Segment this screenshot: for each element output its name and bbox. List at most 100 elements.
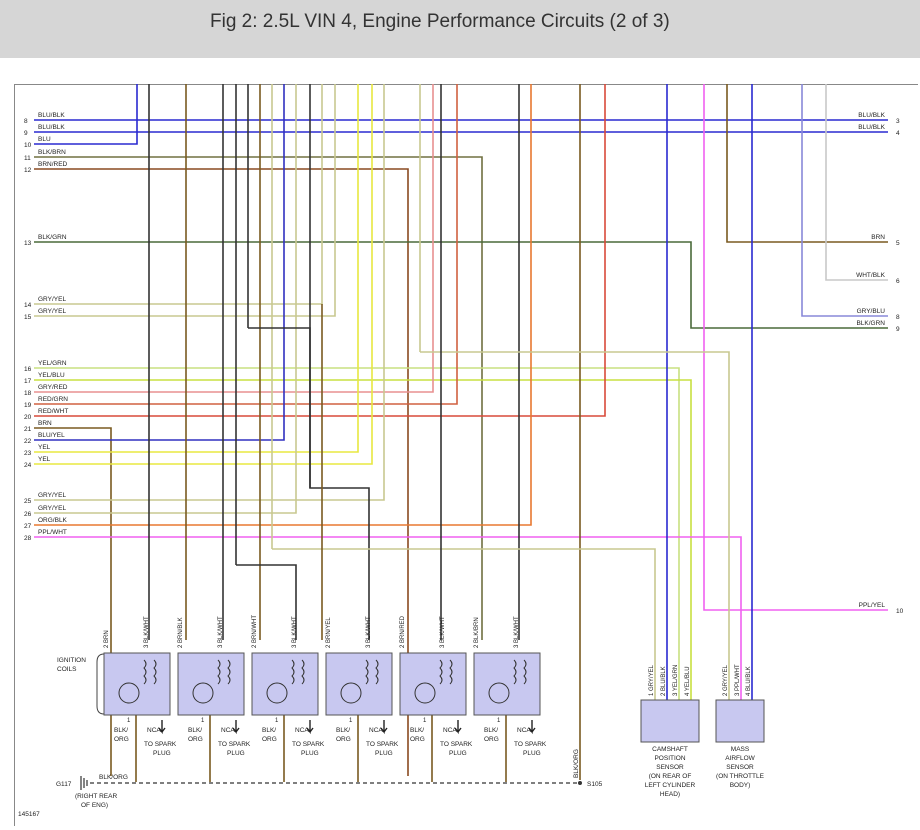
right-wire-color-10: PPL/YEL xyxy=(859,602,886,609)
camshaft-pin-4: 4 YEL/BLU xyxy=(685,666,691,696)
coil-1-pin1: 1 xyxy=(127,718,131,724)
ignition-coil-3 xyxy=(251,652,319,716)
camshaft-label-line: POSITION xyxy=(654,755,685,762)
ground-location-1: (RIGHT REAR xyxy=(75,793,117,800)
coil-3-nca: NCA xyxy=(295,727,309,734)
coil-2-pin1: 1 xyxy=(201,718,205,724)
spark-plug-arrow-icon xyxy=(158,720,166,735)
maf-pin-3: 3 PPL/WHT xyxy=(735,664,741,696)
left-wire-color-14: GRY/YEL xyxy=(38,296,66,303)
maf-sensor-box xyxy=(715,699,765,743)
left-pin-12: 12 xyxy=(24,167,32,174)
left-pin-27: 27 xyxy=(24,523,32,530)
left-wire-color-15: GRY/YEL xyxy=(38,308,66,315)
coil-3-ground-color-2: ORG xyxy=(262,736,277,743)
left-wire-25 xyxy=(34,84,385,501)
camshaft-label-line: LEFT CYLINDER xyxy=(645,782,696,789)
coil-1-ground-color-1: BLK/ xyxy=(114,727,128,734)
coil-5-ground-color-1: BLK/ xyxy=(410,727,424,734)
left-wire-color-13: BLK/GRN xyxy=(38,234,67,241)
left-wire-10 xyxy=(34,84,138,145)
right-wire-6 xyxy=(825,84,888,281)
coil-winding-icon xyxy=(439,659,443,685)
left-pin-26: 26 xyxy=(24,511,32,518)
left-wire-color-21: BRN xyxy=(38,420,52,427)
splice-id: S105 xyxy=(587,781,603,788)
component-layer xyxy=(80,652,765,790)
ignition-coil-2 xyxy=(177,652,245,716)
left-wire-color-16: YEL/GRN xyxy=(38,360,67,367)
coil-6-spark-2: PLUG xyxy=(523,750,541,757)
camshaft-label-line: (ON REAR OF xyxy=(649,773,692,780)
spark-plug-arrow-icon xyxy=(232,720,240,735)
left-wire-color-25: GRY/YEL xyxy=(38,492,66,499)
coil-3-pin3-label: 3 BLK/WHT xyxy=(292,616,298,648)
left-pin-10: 10 xyxy=(24,142,32,149)
camshaft-label-line: SENSOR xyxy=(656,764,684,771)
figure-title: Fig 2: 2.5L VIN 4, Engine Performance Ci… xyxy=(210,11,670,32)
left-wire-color-8: BLU/BLK xyxy=(38,112,65,119)
coil-4-pin2-label: 2 BRN/YEL xyxy=(326,617,332,648)
coil-1-spark-2: PLUG xyxy=(153,750,171,757)
right-pin-6: 6 xyxy=(896,278,900,285)
ignition-coil-4 xyxy=(325,652,393,716)
ignition-coil-6 xyxy=(473,652,541,716)
left-wire-24 xyxy=(34,84,373,465)
coil-winding-icon xyxy=(143,659,147,685)
coil-1-nca: NCA xyxy=(147,727,161,734)
left-pin-9: 9 xyxy=(24,130,28,137)
transistor-icon xyxy=(266,682,288,704)
right-pin-8: 8 xyxy=(896,314,900,321)
left-pin-24: 24 xyxy=(24,462,32,469)
left-wire-28 xyxy=(34,536,742,700)
coil-4-spark-2: PLUG xyxy=(375,750,393,757)
coil-winding-icon xyxy=(291,659,295,685)
coil-winding-icon xyxy=(227,659,231,685)
coil-6-pin1: 1 xyxy=(497,718,501,724)
left-wire-color-28: PPL/WHT xyxy=(38,529,67,536)
coils-bracket xyxy=(96,653,105,715)
splice-dot xyxy=(578,781,582,785)
left-pin-14: 14 xyxy=(24,302,32,309)
coil-winding-icon xyxy=(153,659,157,685)
figure-id: 145167 xyxy=(18,811,40,818)
left-wire-color-22: BLU/YEL xyxy=(38,432,65,439)
coil-winding-icon xyxy=(301,659,305,685)
coil-3-ground-color-1: BLK/ xyxy=(262,727,276,734)
transistor-icon xyxy=(340,682,362,704)
right-wire-color-5: BRN xyxy=(871,234,885,241)
right-wire-color-9: BLK/GRN xyxy=(856,320,885,327)
left-pin-17: 17 xyxy=(24,378,32,385)
coil-5-ground-color-2: ORG xyxy=(410,736,425,743)
right-wire-color-3: BLU/BLK xyxy=(858,112,885,119)
left-wire-16 xyxy=(34,367,680,700)
left-pin-25: 25 xyxy=(24,498,32,505)
coil-6-spark-1: TO SPARK xyxy=(514,741,547,748)
ground-wire-color: BLK/ORG xyxy=(99,774,128,781)
maf-label-line: AIRFLOW xyxy=(725,755,755,762)
coil-6-ground-color-1: BLK/ xyxy=(484,727,498,734)
coil-1-pin3-label: 3 BLK/WHT xyxy=(144,616,150,648)
left-wire-color-18: GRY/RED xyxy=(38,384,68,391)
coil-6-ground-color-2: ORG xyxy=(484,736,499,743)
transistor-icon xyxy=(414,682,436,704)
coil-winding-icon xyxy=(217,659,221,685)
coil-2-nca: NCA xyxy=(221,727,235,734)
camshaft-pin-3: 3 YEL/GRN xyxy=(673,665,679,696)
coil-2-ground-color-1: BLK/ xyxy=(188,727,202,734)
coil-3-pin1: 1 xyxy=(275,718,279,724)
left-wire-15 xyxy=(34,84,336,317)
left-pin-18: 18 xyxy=(24,390,32,397)
left-wire-color-9: BLU/BLK xyxy=(38,124,65,131)
camshaft-pin-2: 2 BLU/BLK xyxy=(661,666,667,696)
ignition-coil-1 xyxy=(103,652,171,716)
left-wire-13 xyxy=(34,241,888,329)
left-pin-19: 19 xyxy=(24,402,32,409)
coil3-route xyxy=(236,564,297,640)
coil-4-nca: NCA xyxy=(369,727,383,734)
coils-label-1: IGNITION xyxy=(57,657,86,664)
coil-5-nca: NCA xyxy=(443,727,457,734)
maf-label-line: MASS xyxy=(731,746,750,753)
right-pin-10: 10 xyxy=(896,608,904,615)
coil-4-pin3-label: 3 BLK/WHT xyxy=(366,616,372,648)
